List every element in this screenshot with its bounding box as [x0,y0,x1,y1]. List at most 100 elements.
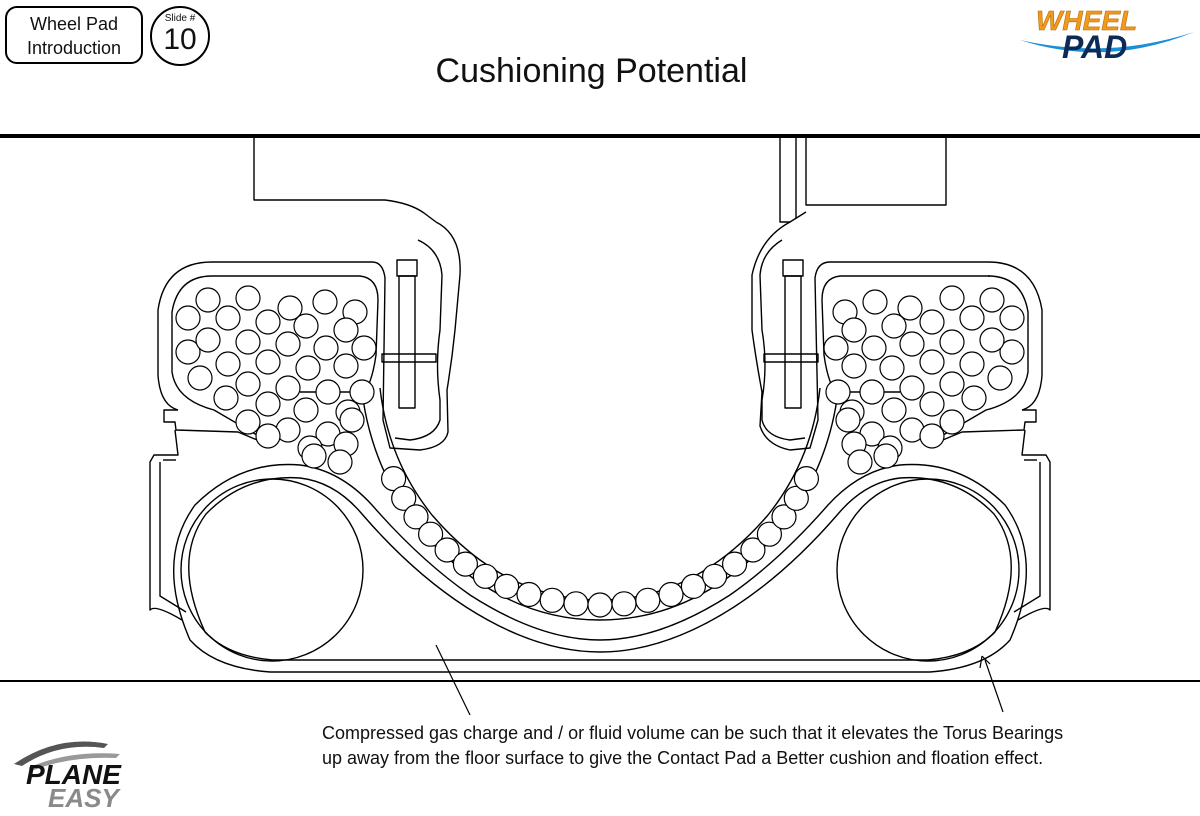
ball-bearing [175,305,201,331]
ball-bearing [919,349,945,375]
right-cartridge [784,275,802,409]
left-torus-bearing [180,478,364,662]
ball-bearing [899,331,925,357]
page-title: Cushioning Potential [435,52,748,90]
ball-bearing [494,573,520,600]
slide-number-label: Slide # [164,13,196,24]
ball-bearing [859,379,885,405]
plane-swoosh-icon [14,741,108,766]
wheel-pad-logo-line1: WHEEL [1036,5,1137,36]
ball-bearing [919,391,945,417]
ball-bearing [235,409,261,435]
caption-line1: Compressed gas charge and / or fluid vol… [322,723,1064,743]
ball-bearing [847,449,873,475]
ball-bearing [333,353,359,379]
ball-bearing [879,355,905,381]
ball-bearing [881,313,907,339]
ball-bearing [351,335,377,361]
caption-pointer-right [984,659,1004,713]
ball-bearings [175,285,1025,618]
ball-bearing [381,466,407,492]
ball-bearing [999,305,1025,331]
ball-bearing [418,521,444,547]
ball-bearing [939,329,965,355]
caption-arrowhead [979,655,991,669]
left-mount-block [253,138,437,223]
ball-bearing [255,309,281,335]
ball-bearing [235,285,261,311]
right-mount-block [779,138,947,223]
ball-bearing [825,379,851,405]
ball-bearing [516,581,542,608]
ball-bearing [195,287,221,313]
ball-bearing [403,504,429,530]
ball-bearing [959,305,985,331]
ball-bearing [881,397,907,423]
ball-bearing [721,551,748,577]
left-bearing-pocket [171,275,269,443]
ball-bearing [327,449,353,475]
left-cartridge [398,275,416,409]
right-torus-bearing [836,478,1020,662]
ball-bearing [472,563,498,589]
ball-bearing [213,385,239,411]
ball-bearing [939,285,965,311]
ball-bearing [301,443,327,469]
ball-bearing [611,591,637,617]
ball-bearing [277,295,303,321]
section-tag: Wheel Pad Introduction [5,6,143,64]
ball-bearing [835,407,861,433]
ball-bearing [862,289,888,315]
ball-bearing [873,443,899,469]
left-housing-inner [394,239,443,441]
plane-easy-logo: PLANE EASY [14,741,122,810]
bearing-channel-inner [361,391,839,621]
ball-bearing [312,289,338,315]
caption-line2: up away from the floor surface to give t… [322,748,1044,768]
ball-bearing [658,581,684,608]
caption-pointer-left [435,644,471,716]
ball-bearing [841,317,867,343]
ball-bearing [961,385,987,411]
ball-bearing [391,485,417,511]
ball-bearing [215,305,241,331]
ball-bearing [823,335,849,361]
ball-bearing [919,309,945,335]
wheel-pad-logo: WHEEL PAD [1020,5,1194,65]
ball-bearing [939,409,965,435]
contact-pad-inner [188,476,1012,661]
ball-bearing [756,521,783,547]
ball-bearing [275,331,301,357]
ball-bearing [701,563,728,589]
ball-bearing [841,353,867,379]
left-housing-outer [157,221,461,451]
ball-bearing [313,335,339,361]
ball-bearing [195,327,221,353]
ball-bearing [539,587,565,613]
ball-bearing [255,423,281,449]
contact-pad-outer [172,463,1028,673]
left-clip [149,429,183,621]
ball-bearing [999,339,1025,365]
ball-bearing [987,365,1013,391]
ball-bearing [255,391,281,417]
ball-bearing [215,351,241,377]
right-clip [1017,429,1051,621]
ball-bearing [563,591,589,617]
ball-bearing [235,371,261,397]
right-bearing-pocket [931,275,1029,443]
ball-bearing [939,371,965,397]
left-cartridge-cap [396,259,418,277]
ball-bearing [635,587,661,613]
ball-bearing [235,329,261,355]
ball-bearing [771,504,797,530]
plane-easy-logo-line2: EASY [48,783,121,810]
slide-number-badge: Slide # 10 [150,6,210,66]
ball-bearing [740,537,766,563]
caption: Compressed gas charge and / or fluid vol… [322,721,1063,771]
right-housing-outer [751,221,1043,451]
logo-swoosh-icon [1020,32,1194,53]
ball-bearing [979,287,1005,313]
ball-bearing [333,317,359,343]
